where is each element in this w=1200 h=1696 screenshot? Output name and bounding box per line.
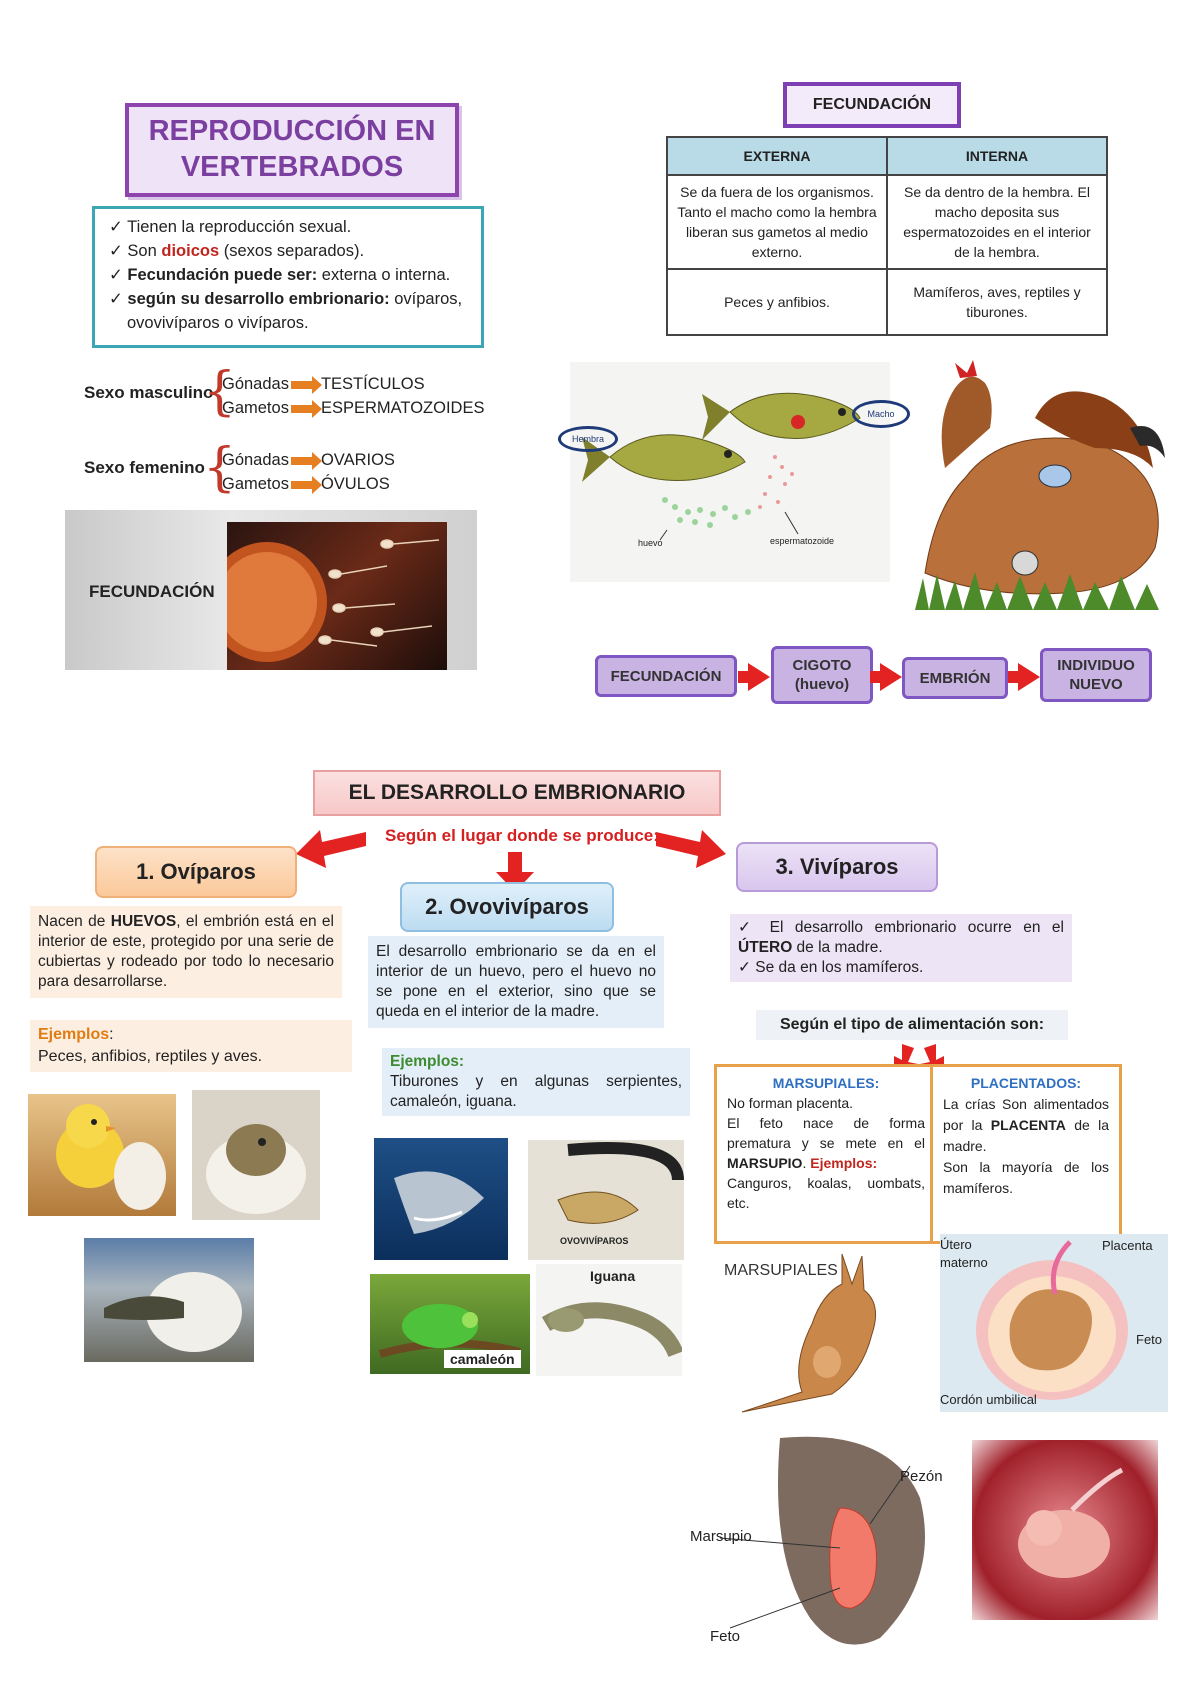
marsupio-diagram: Pezón Marsupio Feto (690, 1428, 950, 1652)
marsupio-label: Marsupio (690, 1528, 752, 1545)
hens-illustration (915, 358, 1170, 610)
col-header-interna: INTERNA (886, 136, 1108, 176)
cell-interna-desc: Se da dentro de la hembra. El macho depo… (886, 174, 1108, 270)
arrow-right-icon (290, 451, 322, 470)
page-title: REPRODUCCIÓN EN VERTEBRADOS (125, 103, 459, 197)
cordon-label: Cordón umbilical (940, 1392, 1037, 1407)
cell-interna-examples: Mamíferos, aves, reptiles y tiburones. (886, 268, 1108, 336)
fecundacion-table: EXTERNA INTERNA Se da fuera de los organ… (666, 136, 1108, 336)
placentados-box: PLACENTADOS: La crías Son alimentados po… (930, 1064, 1122, 1244)
iguana-photo-label: Iguana (590, 1268, 636, 1284)
fecundacion-title: FECUNDACIÓN (783, 82, 961, 128)
cell-externa-desc: Se da fuera de los organismos. Tanto el … (666, 174, 888, 270)
oviparos-heading: 1. Ovíparos (95, 846, 297, 898)
crocodile-hatching-photo (84, 1238, 254, 1362)
kangaroo-photo-label: MARSUPIALES (724, 1262, 838, 1279)
human-fetus-photo (972, 1440, 1158, 1620)
bullet-4: ✓ según su desarrollo embrionario: ovípa… (109, 290, 463, 308)
kangaroo-photo: MARSUPIALES (722, 1244, 922, 1414)
chick-photo (28, 1094, 176, 1216)
bullet-1: ✓ Tienen la reproducción sexual. (109, 218, 352, 236)
chameleon-photo-label: camaleón (444, 1350, 521, 1368)
arrow-right-icon (290, 399, 322, 418)
bullet-2: ✓ Son dioicos (sexos separados). (109, 242, 365, 260)
desarrollo-title: EL DESARROLLO EMBRIONARIO (313, 770, 721, 816)
flow-embrion: EMBRIÓN (902, 657, 1008, 699)
macho-label: Macho (852, 400, 910, 428)
oviparos-text: Nacen de HUEVOS, el embrión está en el i… (30, 906, 342, 998)
uterus-diagram: Útero materno Placenta Feto Cordón umbil… (940, 1234, 1168, 1412)
viviparos-heading: 3. Vivíparos (736, 842, 938, 892)
flow-individuo: INDIVIDUO NUEVO (1040, 648, 1152, 702)
flow-fecundacion: FECUNDACIÓN (595, 655, 737, 697)
utero-label: Útero materno (940, 1237, 988, 1270)
arrow-right-icon (290, 475, 322, 494)
egg-sperm-icon (207, 539, 440, 662)
pezon-label: Pezón (900, 1468, 943, 1485)
brace-icon: { (203, 362, 237, 422)
kangaroo-icon (741, 1253, 877, 1413)
fetus-icon (1018, 1467, 1124, 1578)
iguana-photo: Iguana (536, 1264, 682, 1376)
ovoviviparos-text: El desarrollo embrionario se da en el in… (368, 936, 664, 1028)
huevo-label: huevo (638, 538, 663, 548)
arrow-right-icon (1008, 663, 1040, 691)
ovoviviparos-heading: 2. Ovovivíparos (400, 882, 614, 932)
alimentacion-label: Según el tipo de alimentación son: (756, 1010, 1068, 1040)
arrow-right-icon (870, 663, 902, 691)
feto-label: Feto (1136, 1332, 1163, 1347)
espermatozoide-label: espermatozoide (770, 536, 835, 546)
sexo-femenino-label: Sexo femenino (84, 458, 205, 477)
shark-photo (374, 1138, 508, 1260)
fecundacion-photo: FECUNDACIÓN (65, 510, 477, 670)
fetus-icon (976, 1240, 1128, 1400)
sexo-masculino-label: Sexo masculino (84, 383, 214, 402)
fish-icon (582, 392, 861, 541)
turtle-hatching-photo (192, 1090, 320, 1220)
flow-cigoto: CIGOTO (huevo) (771, 646, 873, 704)
arrow-right-icon (738, 663, 770, 691)
snake-photo: OVOVIVÍPAROS (528, 1140, 684, 1260)
cell-externa-examples: Peces y anfibios. (666, 268, 888, 336)
chameleon-photo: camaleón (370, 1274, 530, 1374)
arrow-right-down-icon (656, 830, 726, 868)
placenta-label: Placenta (1102, 1238, 1153, 1253)
viviparos-bullets: ✓ El desarrollo embrionario ocurre en el… (730, 914, 1072, 982)
hembra-label: Hembra (558, 426, 618, 452)
ovoviviparos-examples: Ejemplos: Tiburones y en algunas serpien… (382, 1048, 690, 1116)
fecundacion-photo-label: FECUNDACIÓN (89, 582, 215, 601)
oviparos-examples: Ejemplos: Peces, anfibios, reptiles y av… (30, 1020, 352, 1072)
col-header-externa: EXTERNA (666, 136, 888, 176)
hen-icon (915, 360, 1165, 610)
arrow-left-down-icon (296, 830, 366, 868)
fish-fertilization-illustration: huevo espermatozoide (570, 362, 890, 582)
desarrollo-subtitle: Según el lugar donde se produce: (385, 826, 659, 845)
sperm-egg-image (207, 522, 447, 670)
bullet-3: ✓ Fecundación puede ser: externa o inter… (109, 266, 451, 284)
pouch-icon (719, 1436, 925, 1645)
marsupiales-box: MARSUPIALES: No forman placenta. El feto… (714, 1064, 938, 1244)
arrow-right-icon (290, 375, 322, 394)
bullet-4-cont: ovovivíparos o vivíparos. (127, 314, 309, 332)
snake-photo-label: OVOVIVÍPAROS (560, 1236, 629, 1246)
characteristics-box: ✓ Tienen la reproducción sexual. ✓ Son d… (92, 206, 484, 348)
brace-icon: { (203, 438, 237, 498)
feto-pouch-label: Feto (710, 1628, 741, 1645)
